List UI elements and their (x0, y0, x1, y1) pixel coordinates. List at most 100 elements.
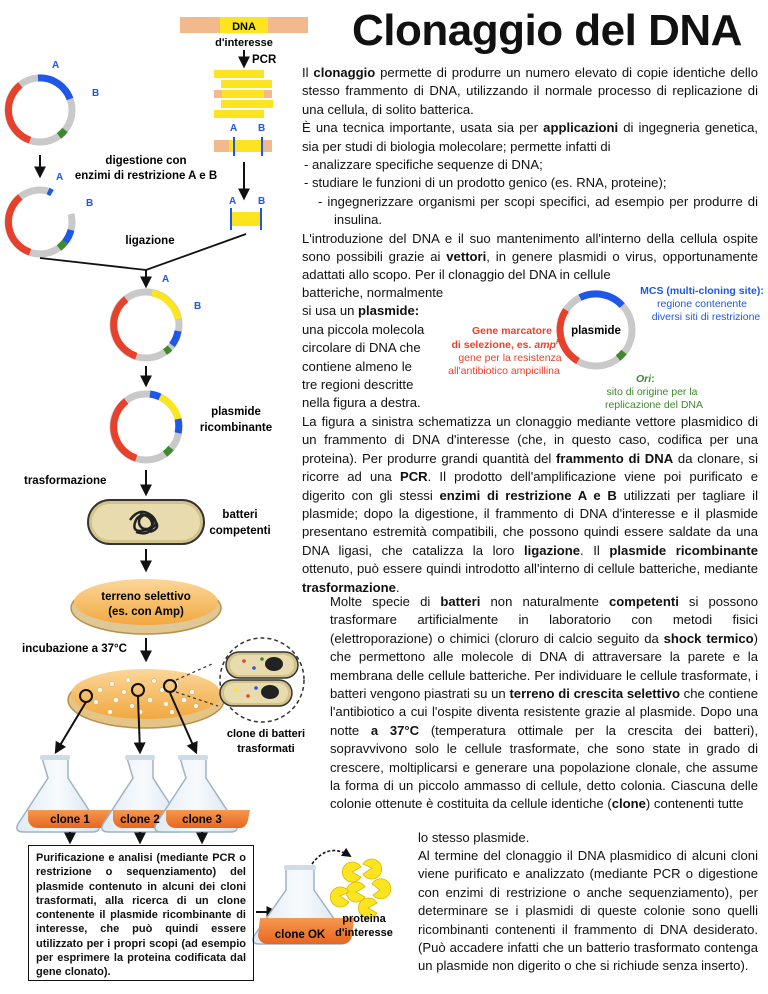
t-p3e: si usa un (302, 303, 359, 319)
paragraph-1: Il clonaggio permette di produrre un num… (302, 64, 758, 119)
plasmide-ricombinante-2: ricombinante (200, 422, 272, 434)
flask-3 (154, 755, 250, 833)
analysis-box: Purificazione e analisi (mediante PCR o … (28, 845, 254, 981)
gene-label-2b: amp (534, 339, 556, 351)
competent-bacterium (87, 499, 205, 545)
bullet-2: - studiare le funzioni di un prodotto ge… (304, 175, 667, 191)
t-p4b: frammento di DNA (556, 450, 674, 466)
ori-label-1: Ori: (636, 373, 655, 385)
bullet-3: - ingegnerizzare organismi per scopi spe… (318, 193, 758, 228)
gene-label-2: di selezione, es. ampR: (451, 339, 564, 351)
plasmid3-site-b: B (194, 301, 201, 312)
t-p4j: plasmide ricombinante (609, 542, 758, 558)
protein-shapes (329, 858, 392, 919)
t-p4l: trasformazione (302, 579, 396, 595)
t-p1c: permette di produrre un numero elevato d… (302, 65, 758, 117)
enzimi-label: enzimi di restrizione A e B (75, 170, 217, 182)
mcs-label-2: regione contenente (657, 298, 747, 310)
flask-1 (16, 755, 112, 833)
site-b-label: B (258, 123, 265, 134)
dna-label: DNA (232, 21, 256, 33)
trasformazione-label: trasformazione (24, 475, 106, 487)
colony-plate (67, 669, 225, 729)
t-p5e: si possono trasformare artificialmente i… (330, 594, 758, 646)
plasmide-ricombinante-1: plasmide (211, 406, 261, 418)
clone3-label: clone 3 (182, 814, 222, 826)
site-a-label-2: A (229, 196, 236, 207)
plasmid1-site-b: B (92, 88, 99, 99)
t-p2b: applicazioni (543, 120, 619, 136)
t-p5i: che contiene l'antibiotico a cui l'ospit… (330, 686, 758, 738)
t-p3b: vettori (446, 249, 487, 265)
gene-label-2c: R (556, 339, 561, 346)
plasmid-ligated (109, 288, 183, 362)
t-p4m: . (395, 579, 400, 595)
paragraph-4: La figura a sinistra schematizza un clon… (302, 413, 758, 597)
t-p5n: lo stesso plasmide. (418, 830, 530, 845)
plasmid3-site-a: A (162, 274, 169, 285)
t-p5k: (temperatura ottimale per la crescita de… (330, 722, 758, 812)
t-p1a: Il (302, 65, 314, 80)
mcs-label-3: diversi siti di restrizione (652, 311, 761, 323)
t-p5b: batteri (440, 594, 481, 609)
t-p5g: ) che permettono alle molecole di DNA di… (330, 630, 758, 702)
t-p4d: PCR (399, 469, 428, 485)
clone-batteri-2: trasformati (237, 743, 294, 755)
clone-ok-label: clone OK (275, 929, 326, 941)
paragraph-5: Molte specie di batteri non naturalmente… (330, 593, 758, 814)
terreno-label-2: (es. con Amp) (108, 606, 184, 618)
t-p5m: ) contenenti tutte (645, 796, 744, 812)
t-p3f: plasmide: (358, 303, 420, 319)
gene-label-1: Gene marcatore (472, 325, 552, 337)
clone1-label: clone 1 (50, 814, 90, 826)
gene-label-4: all'antibiotico ampicillina (448, 365, 560, 377)
pcr-product-cut (214, 137, 272, 156)
t-p3j: tre regioni descritte (302, 377, 414, 393)
t-p4f: enzimi di restrizione A e B (439, 487, 617, 503)
plasmid-schema-center: plasmide (571, 325, 621, 337)
ori-label-1a: Ori (636, 373, 652, 385)
paragraph-5-body: Molte specie di batteri non naturalmente… (330, 593, 758, 814)
clone-batteri-1: clone di batteri (227, 728, 305, 740)
incubazione-label: incubazione a 37°C (22, 643, 127, 655)
t-p5f: shock termico (663, 630, 754, 646)
dna-insert (180, 17, 308, 33)
t-p3i: contiene almeno le (302, 358, 412, 374)
t-p4e: . Il prodotto dell'amplificazione viene … (302, 469, 758, 503)
gene-label-2a: di selezione, es. (451, 339, 534, 351)
colony-zoom (175, 637, 305, 723)
mcs-label-1: MCS (multi-cloning site): (640, 285, 764, 297)
t-p3g: una piccola molecola (302, 321, 425, 337)
digested-insert (230, 208, 262, 230)
pcr-label: PCR (252, 54, 277, 66)
paragraph-3: L'introduzione del DNA e il suo mantenim… (302, 230, 758, 285)
t-p5a: Molte specie di (330, 594, 441, 609)
t-p5d: competenti (608, 594, 679, 609)
clone2-label: clone 2 (120, 814, 160, 826)
plasmid-vector (4, 74, 76, 146)
plasmid2-site-a: A (56, 172, 63, 183)
gene-label-2d: : (561, 339, 565, 351)
t-p5l: clone (611, 796, 646, 812)
pcr-products (214, 70, 273, 118)
t-p3d: batteriche, normalmente (302, 285, 444, 300)
t-p2c: di ingegneria genetica, sia per studi di… (302, 120, 758, 154)
plasmid2-site-b: B (86, 198, 93, 209)
t-p4a: La figura a sinistra schematizza un clon… (302, 414, 758, 466)
t-p4i: . Il (580, 542, 610, 558)
site-b-label-2: B (258, 196, 265, 207)
t-p2a: È una tecnica importante, usata sia per (302, 120, 544, 136)
t-p4k: ottenuto, può essere quindi introdotto a… (302, 561, 758, 577)
t-p5h: terreno di crescita selettivo (509, 686, 680, 702)
batteri-label-2: competenti (209, 525, 270, 537)
paragraph-2: È una tecnica importante, usata sia per … (302, 119, 758, 156)
plasmid-digested (4, 186, 76, 258)
paragraph-6: Al termine del clonaggio il DNA plasmidi… (418, 847, 758, 976)
paragraph-6-body: Al termine del clonaggio il DNA plasmidi… (418, 848, 758, 974)
intro-text: Il clonaggio permette di produrre un num… (302, 64, 758, 285)
site-a-label: A (230, 123, 237, 134)
t-p3e-line: si usa un plasmide: (302, 302, 472, 320)
t-p3a: L'introduzione del DNA e il suo mantenim… (302, 230, 758, 265)
bullet-1: - analizzare specifiche sequenze di DNA; (304, 157, 543, 173)
proteina-label-1: proteina (342, 913, 386, 925)
